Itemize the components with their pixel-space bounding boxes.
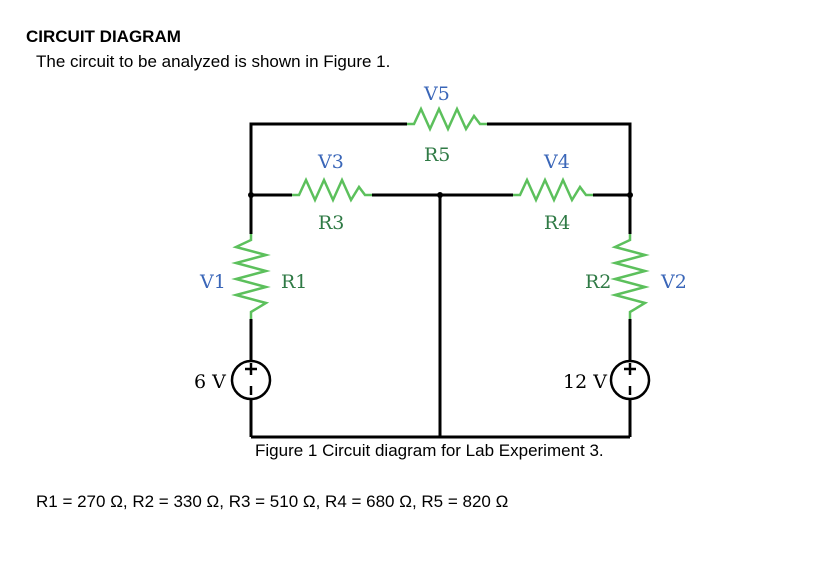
label-v4: V4 <box>543 151 570 173</box>
resistor-r1 <box>231 234 271 319</box>
junction-node-center <box>437 192 443 198</box>
voltage-source-left <box>230 359 272 401</box>
source-label-right: 12 V <box>563 371 607 393</box>
label-r3: R3 <box>318 212 344 234</box>
label-r2: R2 <box>585 271 611 293</box>
component-values: R1 = 270 Ω, R2 = 330 Ω, R3 = 510 Ω, R4 =… <box>36 492 509 511</box>
resistor-r2 <box>610 234 650 319</box>
resistor-r3 <box>292 176 372 204</box>
label-v1: V1 <box>199 271 226 293</box>
label-v3: V3 <box>317 151 344 173</box>
wire-top <box>249 122 632 195</box>
label-v5: V5 <box>423 83 450 105</box>
voltage-source-right <box>609 359 651 401</box>
resistor-r5 <box>407 105 487 133</box>
figure-caption: Figure 1 Circuit diagram for Lab Experim… <box>255 441 604 460</box>
source-label-left: 6 V <box>194 371 226 393</box>
label-v2: V2 <box>660 271 687 293</box>
label-r1: R1 <box>281 271 307 293</box>
intro-text: The circuit to be analyzed is shown in F… <box>36 52 391 71</box>
junction-node-left <box>248 192 254 198</box>
junction-node-right <box>627 192 633 198</box>
label-r4: R4 <box>544 212 570 234</box>
wires <box>249 122 632 439</box>
section-heading: CIRCUIT DIAGRAM <box>26 27 181 46</box>
resistor-r4 <box>513 176 593 204</box>
label-r5: R5 <box>424 144 450 166</box>
